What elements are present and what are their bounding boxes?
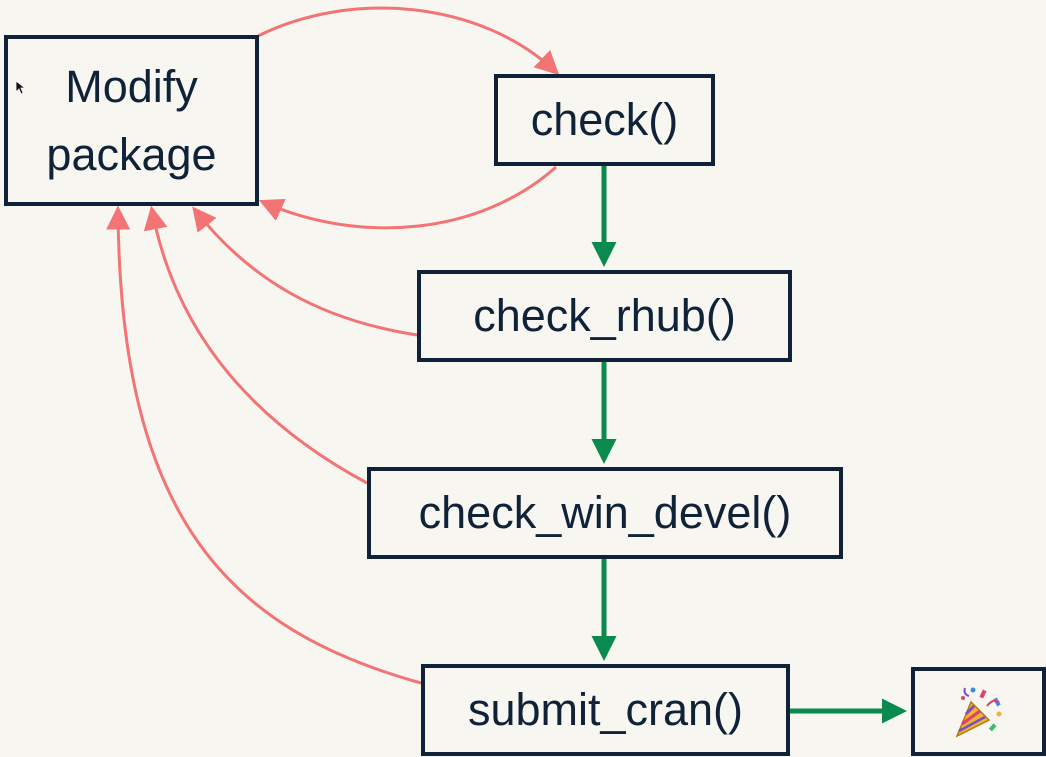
arrow-modify-to-check [257, 6, 560, 76]
arrow-rhub-to-modify [192, 206, 418, 337]
check-win-devel-box: check_win_devel() [367, 467, 843, 559]
submit-cran-box: submit_cran() [421, 664, 790, 756]
modify-package-label-line2: package [46, 128, 217, 180]
submit-cran-label: submit_cran() [467, 684, 744, 736]
mouse-cursor-icon [16, 81, 26, 95]
celebration-box [911, 667, 1046, 756]
check-label: check() [530, 94, 679, 146]
check-win-devel-label: check_win_devel() [418, 487, 792, 539]
check-rhub-label: check_rhub() [473, 290, 736, 342]
party-popper-icon [955, 687, 1001, 738]
arrow-win-to-modify [143, 205, 368, 485]
modify-package-box: Modify package [4, 35, 259, 206]
check-box: check() [494, 74, 715, 166]
arrow-cran-to-modify [106, 205, 422, 685]
arrow-check-to-modify [258, 165, 557, 230]
check-rhub-box: check_rhub() [417, 270, 792, 362]
modify-package-label-line1: Modify [65, 61, 198, 112]
